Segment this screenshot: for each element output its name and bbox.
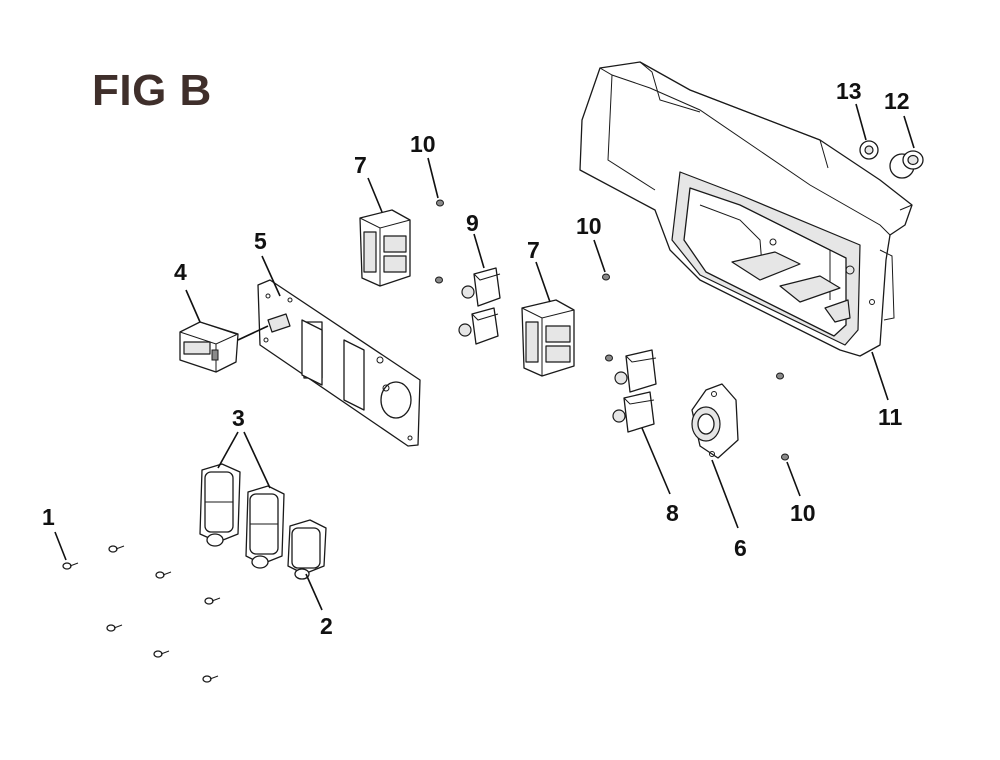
breaker-lower bbox=[458, 307, 499, 345]
leader-lines bbox=[54, 103, 915, 611]
hour-meter bbox=[179, 321, 269, 373]
callout-2: 2 bbox=[320, 613, 333, 639]
mounting-plate bbox=[257, 279, 421, 447]
breaker-upper bbox=[461, 267, 501, 307]
outlet-lower bbox=[521, 299, 575, 377]
twist-lock-receptacle bbox=[691, 383, 739, 459]
callout-7-upper: 7 bbox=[354, 152, 367, 178]
callout-10-bottom: 10 bbox=[790, 500, 816, 526]
screws bbox=[62, 545, 221, 683]
knob-part-12 bbox=[889, 150, 924, 179]
callout-8: 8 bbox=[666, 500, 679, 526]
callout-labels: 1 2 3 4 5 6 7 7 8 9 10 10 10 11 12 13 bbox=[42, 78, 910, 639]
breaker-right-lower bbox=[612, 391, 655, 433]
outlet-covers bbox=[199, 463, 285, 569]
breaker-right-upper bbox=[614, 349, 657, 393]
callout-7-lower: 7 bbox=[527, 237, 540, 263]
nuts bbox=[435, 199, 789, 461]
callout-13: 13 bbox=[836, 78, 862, 104]
callout-4: 4 bbox=[174, 259, 187, 285]
callout-1: 1 bbox=[42, 504, 55, 530]
outlet-upper bbox=[359, 209, 411, 287]
washer-part-13 bbox=[859, 140, 879, 160]
callout-6: 6 bbox=[734, 535, 747, 561]
callout-10-top: 10 bbox=[410, 131, 436, 157]
single-cover bbox=[287, 519, 327, 580]
callout-12: 12 bbox=[884, 88, 910, 114]
figure-title: FIG B bbox=[92, 66, 212, 115]
callout-5: 5 bbox=[254, 228, 267, 254]
callout-9: 9 bbox=[466, 210, 479, 236]
callout-10-middle: 10 bbox=[576, 213, 602, 239]
control-panel-housing bbox=[579, 61, 913, 357]
callout-3: 3 bbox=[232, 405, 245, 431]
callout-11: 11 bbox=[878, 404, 903, 430]
